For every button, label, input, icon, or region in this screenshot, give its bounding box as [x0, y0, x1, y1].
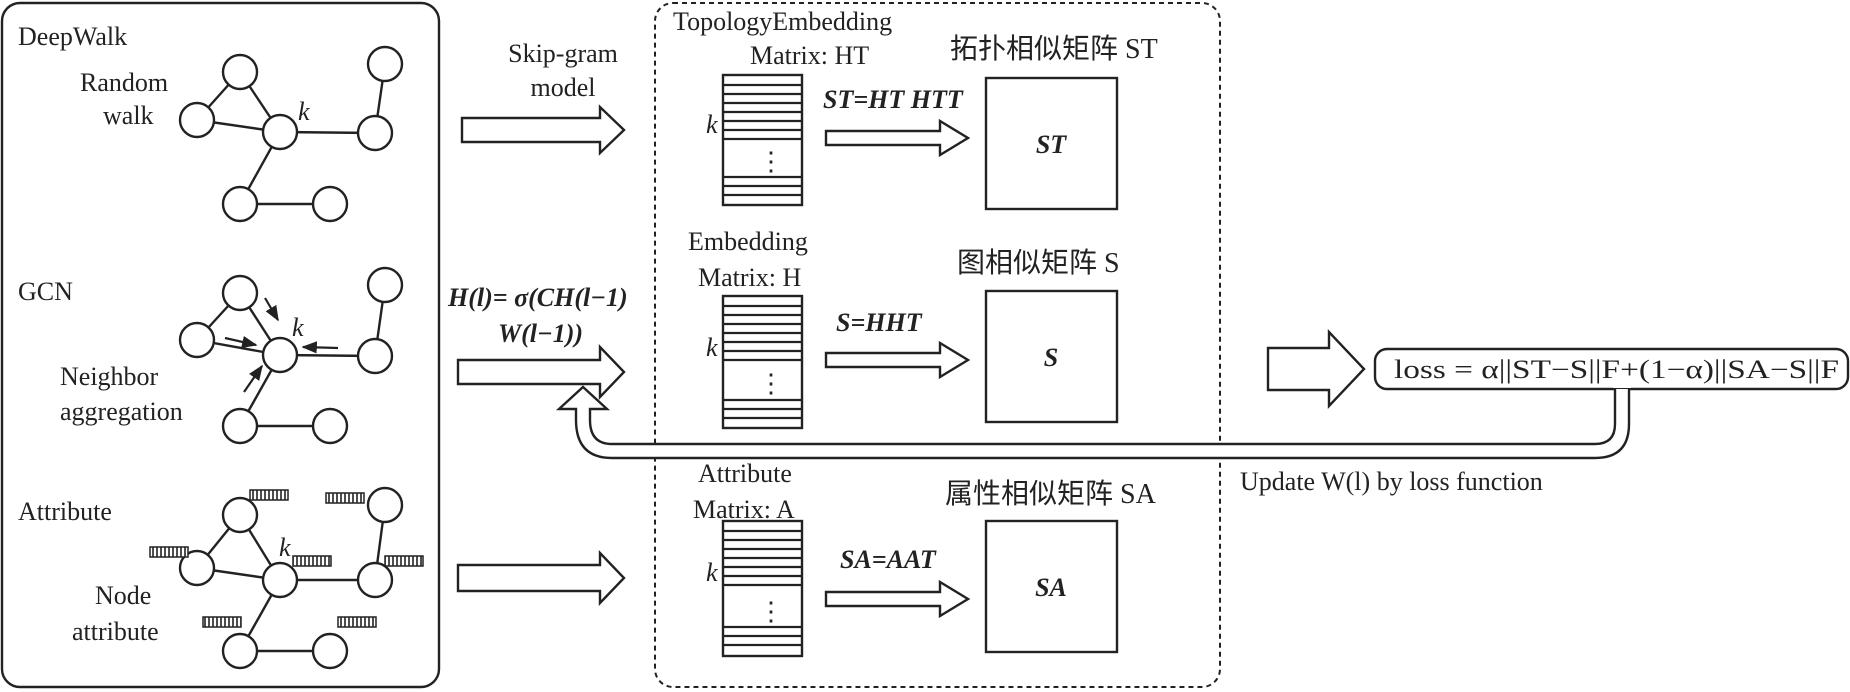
attribute-row-label: k: [706, 558, 718, 587]
graph-node: [221, 632, 259, 670]
graph-node: [221, 185, 259, 223]
graph-node: [221, 407, 259, 445]
graph-node-k: [261, 561, 299, 599]
embedding-title-line1: Embedding: [688, 227, 808, 256]
deepwalk-label-line2: walk: [103, 101, 154, 130]
node-attribute-bar: [292, 555, 332, 567]
deepwalk-node-label: k: [298, 97, 310, 126]
embedding-row-label: k: [706, 333, 718, 362]
node-attribute-bar: [202, 616, 242, 628]
embedding-dots: ⋮: [758, 369, 784, 398]
graph-node: [221, 496, 259, 534]
topology-result-title: 拓扑相似矩阵 ST: [950, 33, 1158, 65]
gcn-node-label: k: [292, 313, 304, 342]
attribute-result-title: 属性相似矩阵 SA: [945, 478, 1157, 510]
graph-node: [366, 486, 404, 524]
attribute-matrix-title-line1: Attribute: [698, 459, 792, 488]
topology-row-label: k: [706, 110, 718, 139]
attribute-formula-arrow: [824, 579, 971, 619]
attribute-title: Attribute: [18, 497, 112, 526]
attribute-matrix-title-line2: Matrix: A: [693, 495, 795, 524]
node-attribute-bar: [337, 616, 377, 628]
gcn-graph: [178, 266, 404, 445]
topology-title-line1: TopologyEmbedding: [673, 7, 892, 36]
graph-node: [311, 407, 349, 445]
graph-node: [366, 266, 404, 304]
attribute-graph: [149, 486, 424, 670]
embedding-result-label: S: [1044, 343, 1058, 372]
graph-node: [178, 101, 216, 139]
topology-embedding-matrix: [721, 73, 804, 207]
aggregation-arrow: [224, 335, 258, 348]
graph-node: [311, 632, 349, 670]
graph-node: [356, 337, 394, 375]
embedding-title-line2: Matrix: H: [698, 263, 801, 292]
embedding-formula-arrow: [824, 340, 971, 380]
attribute-node-label: k: [279, 533, 291, 562]
graph-node: [356, 114, 394, 152]
gcn-formula-line1: H(l)= σ(CH(l−1): [447, 283, 628, 312]
node-attribute-bar: [249, 489, 289, 501]
topology-title-line2: Matrix: HT: [750, 41, 869, 70]
gcn-label-line1: Neighbor: [60, 362, 159, 391]
node-attribute-bar: [325, 492, 365, 504]
graph-similarity-matrix: [984, 289, 1119, 424]
embedding-result-title: 图相似矩阵 S: [957, 247, 1120, 279]
middle-panel-frame: [654, 2, 1221, 688]
attribute-label-line2: attribute: [72, 617, 159, 646]
loss-box: [1373, 347, 1850, 391]
graph-node-k: [261, 113, 299, 151]
attribute-result-label: SA: [1035, 573, 1067, 602]
attribute-matrix: [721, 519, 804, 658]
embedding-formula: S=HHT: [836, 308, 923, 337]
graph-node: [356, 561, 394, 599]
aggregation-arrow: [301, 341, 339, 354]
gcn-label-line2: aggregation: [60, 397, 183, 426]
graph-node: [178, 549, 216, 587]
attribute-dots: ⋮: [758, 597, 784, 626]
graph-node: [221, 274, 259, 312]
graph-node: [311, 185, 349, 223]
skipgram-label-line2: model: [531, 73, 596, 102]
update-feedback-arrow: [555, 385, 1631, 460]
deepwalk-graph: [178, 45, 404, 223]
attribute-label-line1: Node: [95, 581, 151, 610]
deepwalk-title: DeepWalk: [18, 22, 127, 51]
loss-input-arrow: [1266, 328, 1366, 410]
embedding-matrix: [721, 294, 804, 430]
update-label: Update W(l) by loss function: [1240, 467, 1543, 496]
graph-node-k: [261, 336, 299, 374]
attribute-formula: SA=AAT: [840, 545, 937, 574]
skipgram-arrow: [460, 104, 626, 156]
gcn-formula-line2: W(l−1)): [498, 319, 583, 348]
topology-formula: ST=HT HTT: [823, 85, 964, 114]
attribute-arrow: [456, 550, 626, 606]
node-attribute-bar: [384, 555, 424, 567]
gcn-title: GCN: [18, 277, 73, 306]
node-attribute-bar: [149, 546, 189, 558]
topology-result-label: ST: [1036, 130, 1067, 159]
topology-dots: ⋮: [758, 147, 784, 176]
graph-node: [366, 45, 404, 83]
deepwalk-label-line1: Random: [80, 68, 168, 97]
aggregation-arrow: [243, 364, 263, 393]
graph-node: [178, 321, 216, 359]
gcn-arrow: [456, 344, 626, 400]
aggregation-arrow: [264, 297, 279, 322]
topology-formula-arrow: [824, 118, 971, 158]
attribute-similarity-matrix: [984, 519, 1119, 654]
skipgram-label-line1: Skip-gram: [508, 39, 618, 68]
graph-node: [221, 53, 259, 91]
topology-similarity-matrix: [984, 76, 1119, 211]
